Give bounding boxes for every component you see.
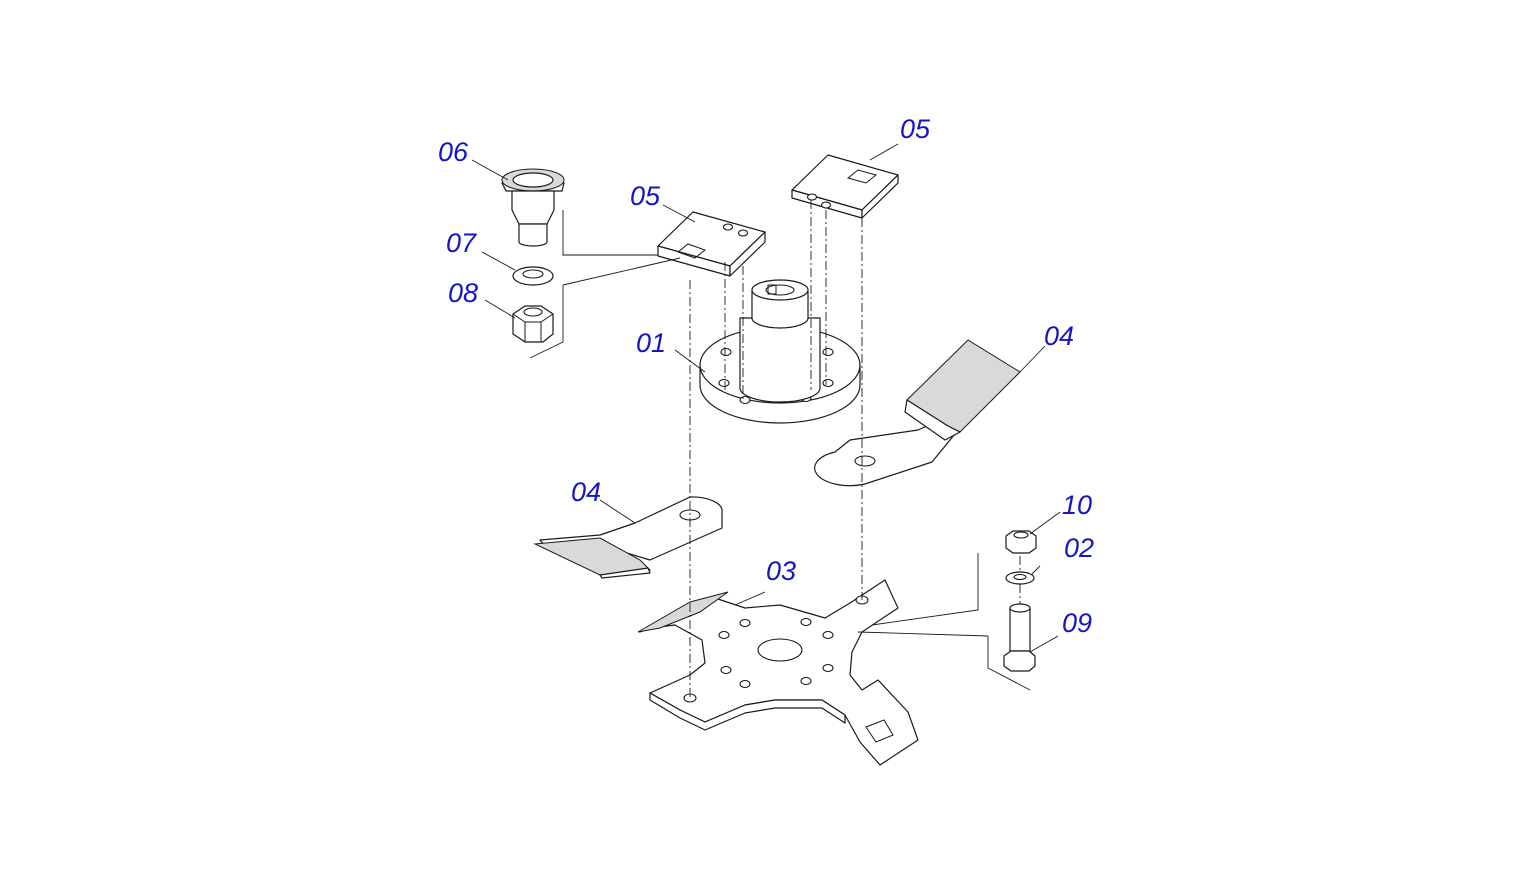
callout-07: 07	[446, 228, 477, 258]
callout-02: 02	[1064, 533, 1094, 563]
blade-disc	[637, 579, 919, 766]
blade-bolt-stack	[501, 168, 681, 359]
callout-06: 06	[438, 137, 469, 167]
callout-10: 10	[1062, 490, 1092, 520]
callout-04-right-blade: 04	[1044, 321, 1074, 351]
blade-right	[814, 339, 1021, 487]
hub-part	[699, 279, 861, 424]
callout-01: 01	[636, 328, 666, 358]
clamp-plate-left	[657, 211, 766, 277]
blade-left	[533, 496, 723, 579]
callout-08: 08	[448, 278, 478, 308]
callout-05-right-clamp: 05	[900, 114, 931, 144]
clamp-plate-right	[791, 154, 899, 219]
assembly-center-lines	[689, 200, 863, 700]
right-bolt-stack	[857, 530, 1037, 691]
callout-05-left-clamp: 05	[630, 181, 661, 211]
callout-04-left-blade: 04	[571, 477, 601, 507]
callout-03: 03	[766, 556, 796, 586]
callout-leaders	[471, 143, 1061, 653]
callout-09: 09	[1062, 608, 1092, 638]
